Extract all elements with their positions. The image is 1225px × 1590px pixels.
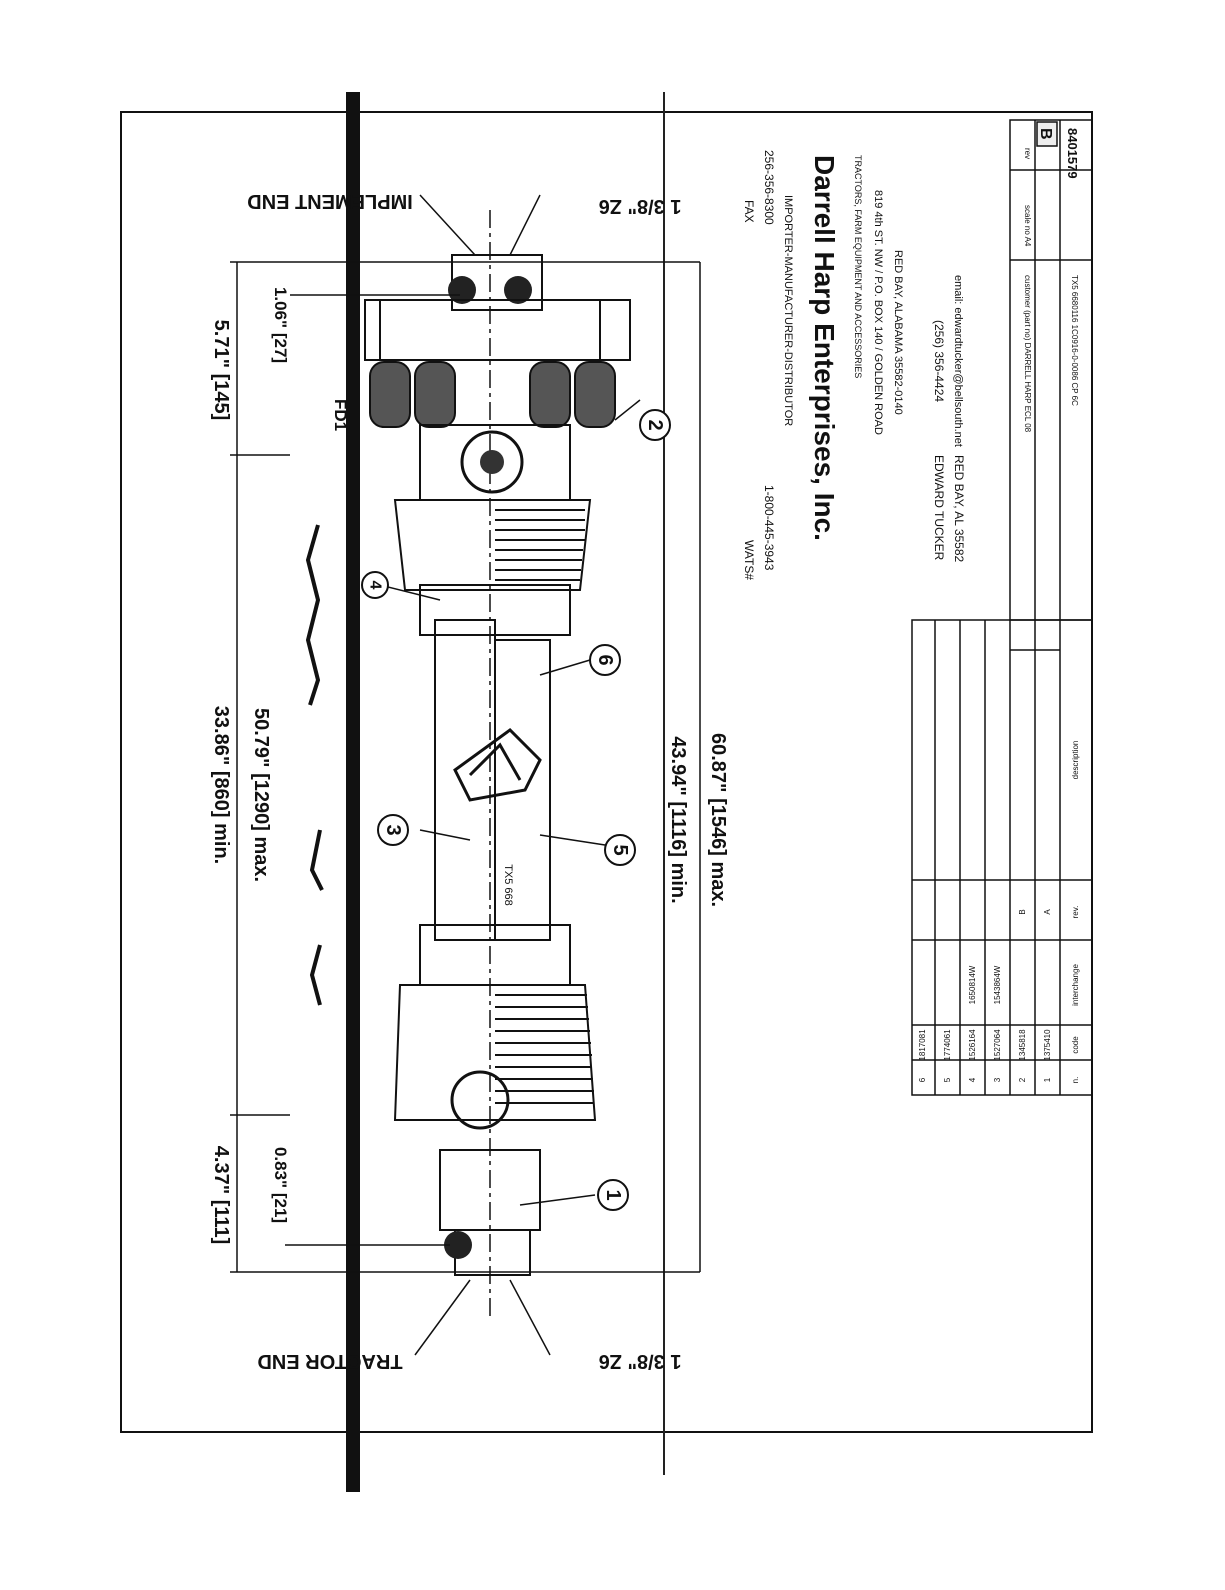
contact-name: EDWARD TUCKER	[932, 455, 946, 561]
safety-chain	[305, 524, 324, 1006]
bom-header-desc: description	[1071, 741, 1080, 780]
bom-n-2: 2	[1018, 1077, 1027, 1082]
shaft-label: TX5 668	[502, 864, 514, 906]
watts-label: WATS#	[742, 540, 756, 580]
title-block-text: rev B scale no A4 8401579 customer (part…	[1023, 128, 1080, 433]
dim-6087: 60.87" [1546] max.	[707, 733, 729, 907]
bom-n-4: 4	[968, 1077, 977, 1082]
bom-code-3: 1527064	[993, 1029, 1002, 1061]
telescoping-tubes	[419, 619, 571, 986]
balloon-3	[377, 814, 409, 846]
balloon-6	[589, 644, 621, 676]
part-balloons: 1 2 3 4 5 6	[361, 409, 671, 1211]
balloon-1-label: 1	[602, 1189, 624, 1200]
tractor-end-label: TRACTOR END	[257, 1350, 402, 1372]
dim-437: 4.37" [111]	[210, 1146, 232, 1244]
spline-bottom-label: 1 3/8" Z6	[599, 1350, 682, 1372]
bom-code-4: 1526164	[968, 1029, 977, 1061]
leader-lines	[379, 194, 641, 1356]
balloon-1	[597, 1179, 629, 1211]
bom-code-2: 1345818	[1018, 1029, 1027, 1061]
dim-083: 0.83" [21]	[271, 1147, 290, 1223]
bom-header-n: n.	[1071, 1077, 1080, 1084]
dim-3386: 33.86" [860] min.	[210, 706, 232, 864]
contact-phone: (256) 356-4424	[932, 320, 946, 402]
tractor-end-yoke	[439, 1149, 541, 1276]
bom-code-5: 1774061	[943, 1029, 952, 1061]
implement-guard	[393, 499, 592, 636]
watts-number: 1-800-445-3943	[762, 485, 776, 571]
balloon-4	[361, 571, 389, 599]
balloon-3-label: 3	[382, 824, 404, 835]
dim-5079: 50.79" [1290] max.	[250, 708, 272, 882]
fd1-label: FD1	[331, 399, 350, 431]
balloon-5-label: 5	[609, 844, 631, 855]
title-block	[1009, 119, 1093, 621]
contact-email: email: edwardtucker@bellsouth.net	[952, 275, 964, 447]
bom-n-3: 3	[993, 1077, 1002, 1082]
balloon-2-label: 2	[644, 419, 666, 430]
balloon-6-label: 6	[594, 654, 616, 665]
dimension-lines	[230, 261, 701, 1273]
dim-106: 1.06" [27]	[271, 287, 290, 363]
bom-code-1: 1375410	[1043, 1029, 1052, 1061]
company-role: IMPORTER-MANUFACTURER-DISTRIBUTOR	[782, 195, 794, 426]
dim-4394: 43.94" [1116] min.	[667, 736, 689, 903]
bom-interchange-3: 1543864W	[993, 965, 1002, 1004]
scan-artefact-bar	[346, 92, 360, 1492]
company-name: Darrell Harp Enterprises, Inc.	[809, 155, 840, 541]
bom-table	[911, 619, 1093, 1096]
bom-n-1: 1	[1043, 1077, 1052, 1082]
company-address1: 819 4th ST. NW / P.O. BOX 140 / GOLDEN R…	[872, 190, 884, 435]
tractor-guard	[393, 984, 597, 1130]
balloon-2	[639, 409, 671, 441]
company-address2: RED BAY, ALABAMA 35582-0140	[892, 250, 904, 415]
rev-value: B	[1037, 128, 1054, 140]
fax-label: FAX	[742, 200, 756, 223]
part-code: 8401579	[1065, 128, 1080, 179]
balloon-5	[604, 834, 636, 866]
bom-header-code: code	[1071, 1036, 1080, 1054]
fax-number: 256-356-8300	[762, 150, 776, 225]
implement-end-label: IMPLEMENT END	[247, 190, 413, 212]
balloon-4-label: 4	[367, 581, 384, 590]
dim-571: 5.71" [145]	[210, 320, 232, 421]
bom-n-5: 5	[943, 1077, 952, 1082]
owner-note: customer (part no) DARRELL HARP ECL 08	[1023, 275, 1032, 433]
rev-label: rev	[1023, 148, 1032, 159]
bom-n-6: 6	[918, 1077, 927, 1082]
title-line: TX5 6680116 1C0916-0-0086 CP 6C	[1070, 275, 1079, 406]
bom-header-interchange: interchange	[1071, 964, 1080, 1006]
company-block: WATS# 1-800-445-3943 FAX 256-356-8300 IM…	[742, 150, 966, 580]
bom-entries: 6 5 4 3 2 1 n. 1817081 1774061 1526164 1…	[918, 741, 1080, 1084]
bom-header-rev: rev.	[1071, 906, 1080, 919]
bom-rev-b: B	[1018, 909, 1027, 914]
implement-end-yoke	[364, 254, 631, 501]
bom-code-6: 1817081	[918, 1029, 927, 1061]
spline-top-label: 1 3/8" Z6	[599, 195, 682, 217]
company-tagline: TRACTORS, FARM EQUIPMENT AND ACCESSORIES	[853, 155, 863, 378]
contact-city: RED BAY, AL 35582	[952, 455, 966, 563]
bom-rev-a: A	[1043, 909, 1052, 915]
bom-interchange-4: 1650814W	[968, 965, 977, 1004]
scale-text: scale no A4	[1023, 205, 1032, 247]
